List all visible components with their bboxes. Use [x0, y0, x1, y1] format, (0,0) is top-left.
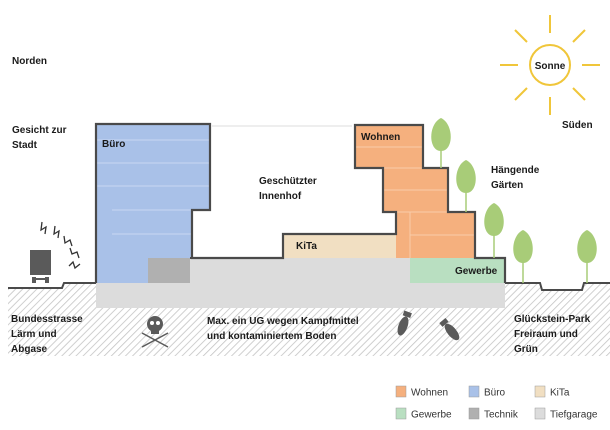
office-tower: [96, 124, 210, 258]
tree-icon: [513, 230, 533, 283]
label-gardens-2: Gärten: [491, 180, 523, 191]
legend-swatch: [395, 385, 407, 398]
building-outline: [94, 122, 507, 283]
legend-label: Wohnen: [411, 388, 448, 399]
technik-block: [148, 258, 190, 283]
underground-garage: [96, 283, 505, 308]
label-north: Norden: [12, 56, 47, 67]
office-ground: [96, 258, 148, 283]
noise-icon: [40, 221, 81, 270]
legend-swatch: [534, 385, 546, 398]
skull-crossbones-icon: [141, 316, 169, 348]
sun-icon: [500, 15, 600, 115]
bomb-icon: [439, 317, 460, 341]
label-kita: KiTa: [296, 241, 317, 252]
ground-line: [8, 282, 610, 291]
label-underground-1: Max. ein UG wegen Kampfmittel: [207, 316, 359, 327]
tree-icon: [456, 160, 476, 212]
label-residential: Wohnen: [361, 132, 400, 143]
legend-swatch: [395, 407, 407, 420]
label-face-1: Gesicht zur: [12, 125, 67, 136]
residential-block: [355, 125, 475, 258]
ground-floor-garage: [190, 258, 410, 283]
label-sun: Sonne: [535, 61, 566, 72]
label-commercial: Gewerbe: [455, 266, 498, 277]
label-park-3: Grün: [514, 344, 538, 355]
label-park-2: Freiraum und: [514, 329, 578, 340]
tree-icon: [577, 230, 597, 283]
office-floor-lines: [97, 139, 209, 235]
legend-swatch: [534, 407, 546, 420]
legend-swatch: [468, 385, 480, 398]
commercial-block: [410, 258, 505, 283]
label-courtyard-2: Innenhof: [259, 191, 302, 202]
label-road-3: Abgase: [11, 344, 48, 355]
label-road-2: Lärm und: [11, 329, 57, 340]
label-gardens-1: Hängende: [491, 165, 540, 176]
label-face-2: Stadt: [12, 140, 38, 151]
label-underground-2: und kontaminiertem Boden: [207, 331, 336, 342]
legend-label: Technik: [484, 410, 519, 421]
tree-icon: [431, 118, 451, 168]
truck-icon: [30, 250, 51, 283]
legend-label: KiTa: [550, 388, 570, 399]
trees: [431, 118, 597, 283]
legend-label: Tiefgarage: [550, 410, 598, 421]
label-courtyard-1: Geschützter: [259, 176, 317, 187]
legend-label: Büro: [484, 388, 506, 399]
tree-icon: [484, 203, 504, 258]
bomb-icon: [397, 310, 412, 336]
legend-label: Gewerbe: [411, 410, 452, 421]
legend-swatch: [468, 407, 480, 420]
label-park-1: Glückstein-Park: [514, 314, 591, 325]
kita-block: [283, 234, 396, 258]
label-road-1: Bundesstrasse: [11, 314, 83, 325]
label-south: Süden: [562, 120, 593, 131]
label-office: Büro: [102, 139, 125, 150]
